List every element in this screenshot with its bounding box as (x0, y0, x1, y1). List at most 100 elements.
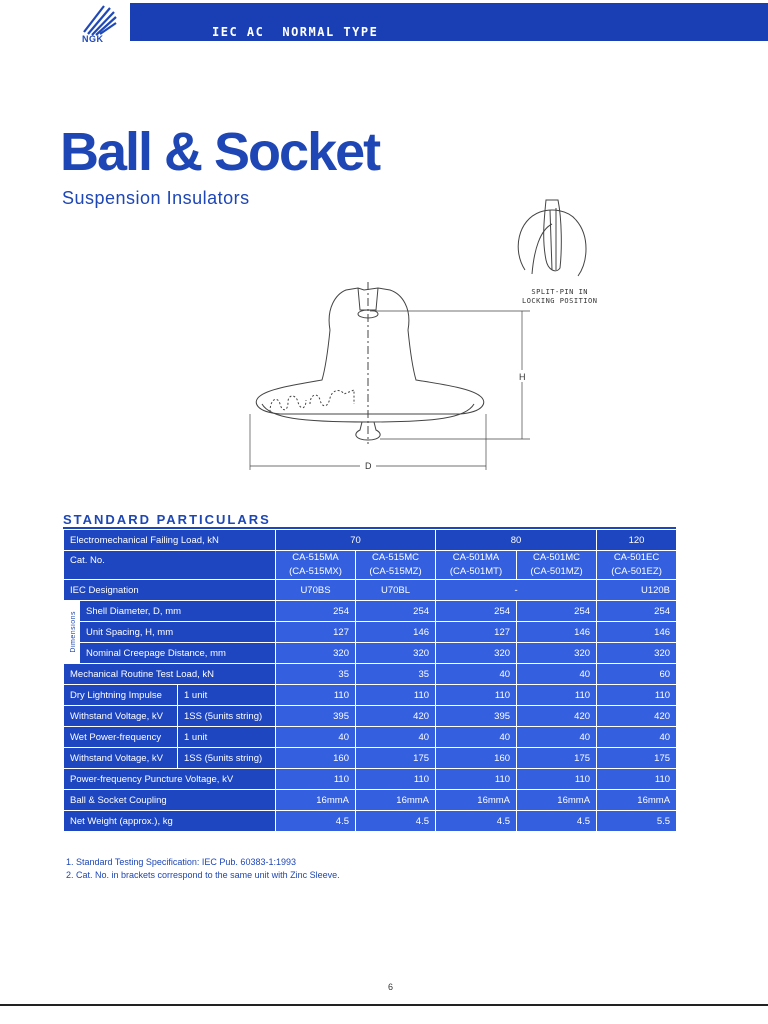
spacing-value: 146 (596, 621, 678, 643)
puncture-value: 110 (516, 768, 598, 790)
weight-value: 5.5 (596, 810, 678, 832)
cat-cell: CA-501MC (CA-501MZ) (516, 550, 598, 580)
cat-cell: CA-515MA (CA-515MX) (275, 550, 356, 580)
cat-number-zinc: (CA-501EZ) (611, 566, 662, 577)
dry-string-value: 420 (354, 705, 437, 727)
dimension-d-label: D (365, 461, 372, 471)
wet-unit-value: 40 (435, 726, 518, 748)
unit-label: 1 unit (177, 726, 276, 748)
puncture-value: 110 (435, 768, 518, 790)
mech-value: 60 (596, 663, 678, 685)
split-pin-note-line1: SPLIT-PIN IN (531, 288, 588, 296)
table-row-dry-unit: Dry Lightning Impulse 1 unit 110 110 110… (63, 684, 678, 706)
header-title: IEC AC NORMAL TYPE (212, 25, 378, 39)
wet-unit-value: 40 (354, 726, 437, 748)
split-pin-note: SPLIT-PIN IN LOCKING POSITION (522, 288, 597, 306)
split-pin-note-line2: LOCKING POSITION (522, 297, 598, 305)
table-row-mech: Mechanical Routine Test Load, kN 35 35 4… (63, 663, 678, 685)
insulator-drawing: H D (249, 199, 587, 471)
dry-unit-value: 110 (275, 684, 356, 706)
header-title-part1: IEC AC (212, 25, 265, 39)
creepage-label: Nominal Creepage Distance, mm (79, 642, 276, 664)
iec-value: U70BL (354, 579, 437, 601)
shell-value: 254 (596, 600, 678, 622)
spacing-value: 127 (435, 621, 518, 643)
cat-label: Cat. No. (63, 550, 276, 580)
dry-unit-value: 110 (596, 684, 678, 706)
mech-label: Mechanical Routine Test Load, kN (63, 663, 276, 685)
wet-string-value: 160 (435, 747, 518, 769)
table-row-coupling: Ball & Socket Coupling 16mmA 16mmA 16mmA… (63, 789, 678, 811)
cat-number-zinc: (CA-501MZ) (530, 566, 583, 577)
spacing-value: 146 (354, 621, 437, 643)
shell-value: 254 (354, 600, 437, 622)
unit-label: 1 unit (177, 684, 276, 706)
dry-string-value: 395 (275, 705, 356, 727)
table-row-cat: Cat. No. CA-515MA (CA-515MX) CA-515MC (CA-… (63, 550, 678, 580)
table-row-load: Electromechanical Failing Load, kN 70 80… (63, 529, 678, 551)
footer-rule (0, 1004, 768, 1006)
dry-label-2: Withstand Voltage, kV (63, 705, 178, 727)
table-row-dry-string: Withstand Voltage, kV 1SS (5units string… (63, 705, 678, 727)
dry-label-1: Dry Lightning Impulse (63, 684, 178, 706)
shell-value: 254 (275, 600, 356, 622)
weight-value: 4.5 (435, 810, 518, 832)
wet-label-2: Withstand Voltage, kV (63, 747, 178, 769)
dry-string-value: 420 (596, 705, 678, 727)
string-label: 1SS (5units string) (177, 747, 276, 769)
creepage-value: 320 (516, 642, 598, 664)
coupling-value: 16mmA (275, 789, 356, 811)
wet-unit-value: 40 (516, 726, 598, 748)
cat-number: CA-515MC (372, 552, 419, 563)
dimension-h-label: H (519, 372, 526, 382)
spacing-value: 146 (516, 621, 598, 643)
table-row-creepage: Nominal Creepage Distance, mm 320 320 32… (64, 642, 678, 664)
header-title-part2: NORMAL TYPE (282, 25, 379, 39)
shell-label: Shell Diameter, D, mm (79, 600, 276, 622)
coupling-label: Ball & Socket Coupling (63, 789, 276, 811)
weight-label: Net Weight (approx.), kg (63, 810, 276, 832)
load-group-120: 120 (596, 529, 678, 551)
cat-number-zinc: (CA-515MX) (289, 566, 342, 577)
logo-text: NGK (82, 34, 104, 44)
creepage-value: 320 (596, 642, 678, 664)
page-title: Ball & Socket (60, 122, 381, 182)
load-label: Electromechanical Failing Load, kN (63, 529, 276, 551)
cat-number-zinc: (CA-501MT) (449, 566, 503, 577)
specifications-table: Electromechanical Failing Load, kN 70 80… (63, 529, 678, 832)
spacing-value: 127 (275, 621, 356, 643)
table-row-weight: Net Weight (approx.), kg 4.5 4.5 4.5 4.5… (63, 810, 678, 832)
wet-string-value: 160 (275, 747, 356, 769)
weight-value: 4.5 (516, 810, 598, 832)
wet-string-value: 175 (596, 747, 678, 769)
shell-value: 254 (516, 600, 598, 622)
cat-cell: CA-501MA(CA-501MT) (435, 550, 518, 580)
cat-number: CA-501MC (533, 552, 581, 563)
dimensions-side-label: Dimensions (63, 600, 80, 664)
cat-number-zinc: (CA-515MZ) (369, 566, 422, 577)
puncture-value: 110 (275, 768, 356, 790)
footnote: 1. Standard Testing Specification: IEC P… (66, 857, 296, 867)
table-row-shell: Dimensions Shell Diameter, D, mm 254 254… (63, 600, 678, 664)
mech-value: 40 (435, 663, 518, 685)
weight-value: 4.5 (354, 810, 437, 832)
coupling-value: 16mmA (354, 789, 437, 811)
creepage-value: 320 (435, 642, 518, 664)
wet-label-1: Wet Power-frequency (63, 726, 178, 748)
iec-value: U70BS (275, 579, 356, 601)
section-title: STANDARD PARTICULARS (63, 512, 271, 527)
page-subtitle: Suspension Insulators (62, 188, 250, 208)
cat-cell: CA-515MC (CA-515MZ) (354, 550, 437, 580)
cat-number: CA-501EC (613, 552, 660, 563)
table-row-spacing: Unit Spacing, H, mm 127 146 127 146 146 (64, 621, 678, 643)
creepage-value: 320 (354, 642, 437, 664)
wet-string-value: 175 (354, 747, 437, 769)
table-row-wet-unit: Wet Power-frequency 1 unit 40 40 40 40 4… (63, 726, 678, 748)
wet-string-value: 175 (516, 747, 598, 769)
coupling-value: 16mmA (435, 789, 518, 811)
creepage-value: 320 (275, 642, 356, 664)
load-group-80: 80 (435, 529, 598, 551)
cat-cell: CA-501EC (CA-501EZ) (596, 550, 678, 580)
ngk-logo-icon (83, 5, 117, 36)
cat-number: CA-515MA (292, 552, 339, 563)
